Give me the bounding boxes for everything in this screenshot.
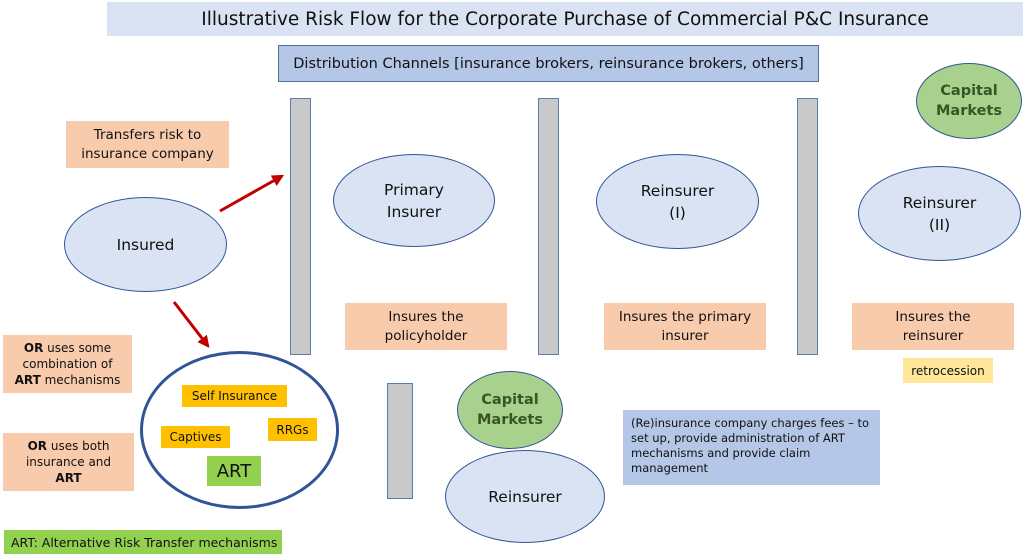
capital-markets-top-line1: Capital bbox=[940, 83, 998, 99]
insures-reinsurer-line2: reinsurer bbox=[902, 327, 964, 344]
reinsurer-2-node: Reinsurer (II) bbox=[858, 166, 1021, 261]
pillar-3 bbox=[797, 98, 818, 355]
insures-reinsurer-line1: Insures the bbox=[895, 308, 971, 325]
primary-insurer-node: Primary Insurer bbox=[333, 154, 495, 247]
pillar-bottom bbox=[387, 383, 413, 499]
or-both-label: OR uses both insurance and ART bbox=[3, 433, 134, 491]
insures-policyholder-line2: policyholder bbox=[384, 327, 468, 344]
diagram-title-text: Illustrative Risk Flow for the Corporate… bbox=[201, 8, 929, 30]
insures-policyholder-line1: Insures the bbox=[388, 308, 464, 325]
or-bold: OR bbox=[23, 341, 44, 355]
insures-primary-label: Insures the primary insurer bbox=[604, 303, 766, 350]
capital-markets-bottom-line2: Markets bbox=[476, 412, 543, 428]
reinsurer-bottom-node: Reinsurer bbox=[445, 450, 605, 543]
capital-markets-top-line2: Markets bbox=[935, 103, 1002, 119]
primary-insurer-line1: Primary bbox=[384, 180, 444, 199]
diagram-title: Illustrative Risk Flow for the Corporate… bbox=[107, 2, 1023, 36]
capital-markets-top-node: Capital Markets bbox=[916, 63, 1022, 139]
capital-markets-bottom-node: Capital Markets bbox=[457, 371, 563, 449]
or-bold: OR bbox=[27, 439, 48, 453]
distribution-channels-box: Distribution Channels [insurance brokers… bbox=[278, 45, 819, 82]
pillar-2 bbox=[538, 98, 559, 355]
insured-label: Insured bbox=[116, 235, 175, 254]
rrgs-tag: RRGs bbox=[268, 418, 317, 441]
capital-markets-bottom-line1: Capital bbox=[481, 392, 539, 408]
captives-tag: Captives bbox=[161, 426, 230, 448]
transfers-risk-label: Transfers risk to insurance company bbox=[66, 121, 229, 168]
rrgs-label: RRGs bbox=[276, 422, 309, 437]
self-insurance-label: Self Insurance bbox=[191, 389, 278, 403]
reinsurer-1-line1: Reinsurer bbox=[640, 181, 715, 200]
insures-primary-line1: Insures the primary bbox=[618, 308, 752, 325]
arrow-to-art-icon bbox=[172, 301, 210, 348]
primary-insurer-line2: Insurer bbox=[386, 202, 442, 221]
arrow-to-insurance-icon bbox=[219, 174, 285, 213]
art-legend: ART: Alternative Risk Transfer mechanism… bbox=[4, 530, 282, 554]
transfers-risk-line1: Transfers risk to bbox=[93, 126, 202, 143]
retrocession-tag: retrocession bbox=[903, 358, 993, 383]
or-both-text1: uses both bbox=[47, 439, 110, 453]
distribution-channels-text: Distribution Channels [insurance brokers… bbox=[293, 55, 804, 72]
art-legend-text: ART: Alternative Risk Transfer mechanism… bbox=[11, 534, 278, 550]
or-combination-line2: combination of bbox=[22, 357, 113, 371]
reinsurer-1-node: Reinsurer (I) bbox=[596, 154, 759, 249]
art-bold: ART bbox=[14, 373, 41, 387]
reinsurer-2-line1: Reinsurer bbox=[902, 193, 977, 212]
pillar-1 bbox=[290, 98, 311, 355]
or-both-line2: insurance and bbox=[25, 455, 112, 469]
insures-policyholder-label: Insures the policyholder bbox=[345, 303, 507, 350]
transfers-risk-line2: insurance company bbox=[81, 145, 214, 162]
art-bold: ART bbox=[55, 471, 82, 485]
reinsurer-1-line2: (I) bbox=[669, 203, 686, 222]
or-combination-text1: uses some bbox=[43, 341, 112, 355]
fees-note: (Re)insurance company charges fees – to … bbox=[623, 410, 880, 485]
fees-note-text: (Re)insurance company charges fees – to … bbox=[631, 416, 870, 475]
captives-label: Captives bbox=[169, 430, 222, 444]
self-insurance-tag: Self Insurance bbox=[182, 385, 287, 407]
insures-reinsurer-label: Insures the reinsurer bbox=[852, 303, 1014, 350]
insured-node: Insured bbox=[64, 197, 227, 292]
or-combination-label: OR uses some combination of ART mechanis… bbox=[3, 335, 132, 393]
art-label: ART bbox=[216, 460, 252, 482]
reinsurer-2-line2: (II) bbox=[928, 215, 951, 234]
reinsurer-bottom-label: Reinsurer bbox=[488, 487, 562, 506]
or-combination-text3: mechanisms bbox=[40, 373, 121, 387]
retrocession-label: retrocession bbox=[911, 363, 985, 378]
art-tag: ART bbox=[207, 456, 261, 486]
insures-primary-line2: insurer bbox=[661, 327, 709, 344]
